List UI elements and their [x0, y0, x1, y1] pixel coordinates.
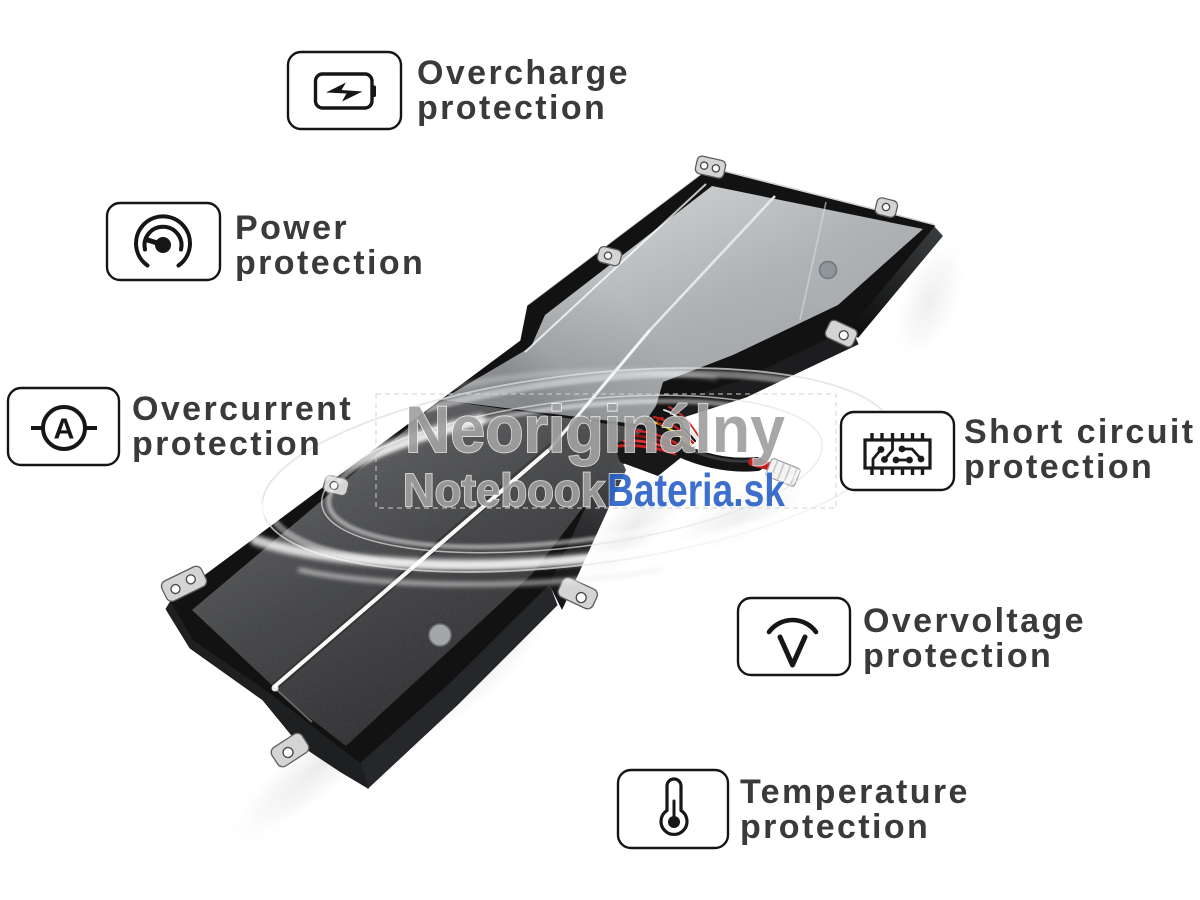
svg-text:Temperature: Temperature	[740, 773, 970, 811]
svg-text:Overcurrent: Overcurrent	[132, 390, 353, 428]
svg-text:protection: protection	[417, 89, 607, 127]
svg-text:protection: protection	[132, 425, 322, 463]
svg-text:Overvoltage: Overvoltage	[863, 602, 1086, 640]
svg-text:Short circuit: Short circuit	[964, 413, 1195, 451]
svg-text:Overcharge: Overcharge	[417, 54, 630, 92]
svg-text:protection: protection	[740, 808, 930, 846]
svg-text:protection: protection	[964, 448, 1154, 486]
svg-text:Notebook: Notebook	[403, 464, 605, 516]
svg-text:protection: protection	[235, 244, 425, 282]
svg-text:A: A	[54, 414, 75, 446]
svg-text:Power: Power	[235, 209, 349, 247]
svg-text:Neoriginálny: Neoriginálny	[405, 392, 785, 466]
svg-text:protection: protection	[863, 637, 1053, 675]
svg-text:Bateria.sk: Bateria.sk	[607, 464, 785, 516]
